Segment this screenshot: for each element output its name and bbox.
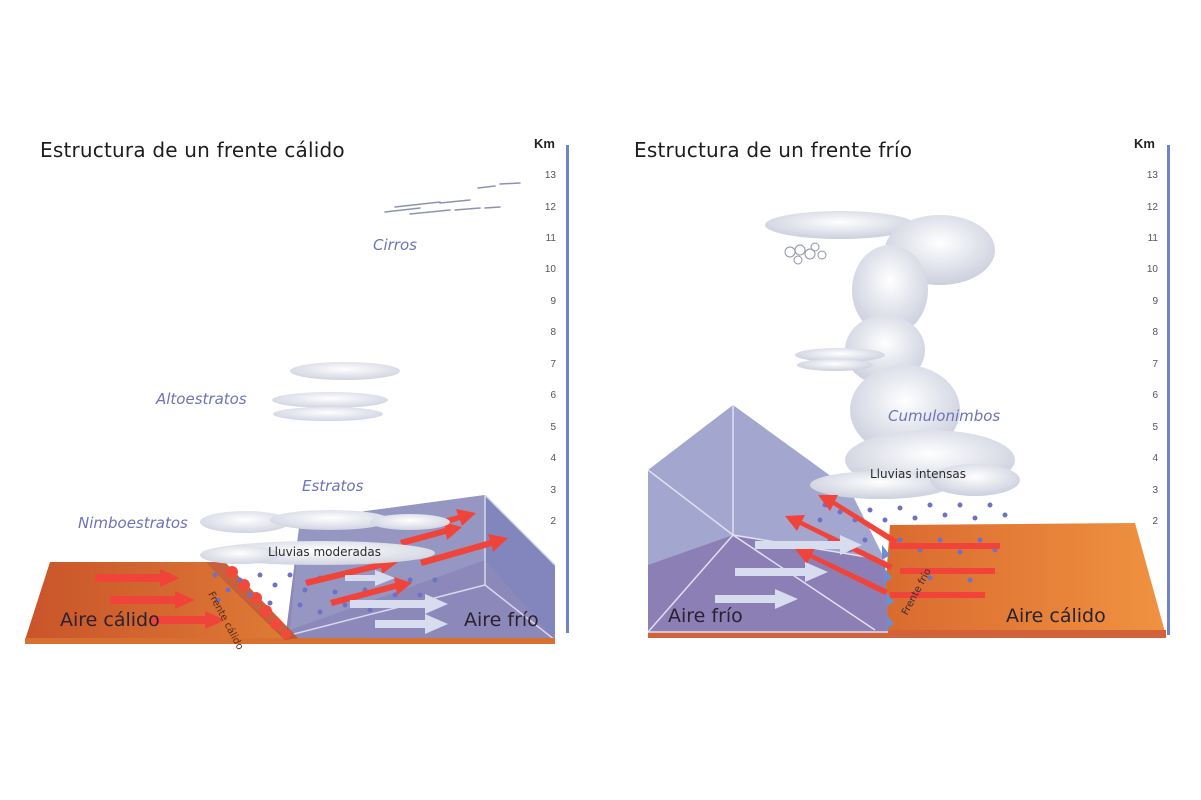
- tick: 13: [1146, 170, 1158, 181]
- warm-air-label: Aire cálido: [60, 609, 160, 631]
- rain-label: Lluvias moderadas: [268, 545, 382, 559]
- cold-air-label: Aire frío: [668, 605, 743, 627]
- cirrus-cloud: [384, 182, 521, 215]
- cold-air-label: Aire frío: [464, 609, 539, 631]
- tick: 5: [550, 422, 556, 433]
- cold-air-arrows: [715, 535, 862, 609]
- tick: 3: [1152, 485, 1158, 496]
- warm-front-altitude-axis: [566, 145, 569, 633]
- tick: 2: [1152, 516, 1158, 527]
- tick: 10: [1146, 264, 1158, 275]
- nimbostratus-cloud: [200, 510, 450, 565]
- tick: 4: [550, 453, 556, 464]
- cold-front-altitude-axis: [1167, 145, 1170, 635]
- cold-front-title: Estructura de un frente frío: [634, 138, 913, 162]
- rain-label: Lluvias intensas: [870, 467, 966, 481]
- warm-front-line: [226, 566, 291, 639]
- cold-front-scale-unit: Km: [1134, 136, 1155, 151]
- tick: 9: [1152, 296, 1158, 307]
- tick: 6: [550, 390, 556, 401]
- warm-front-panel: Estructura de un frente cálido Km 13 12 …: [0, 0, 600, 800]
- tick: 7: [550, 359, 556, 370]
- tick: 6: [1152, 390, 1158, 401]
- warm-air-arrows: [95, 569, 225, 629]
- tick: 13: [544, 170, 556, 181]
- tick: 4: [1152, 453, 1158, 464]
- tick: 11: [1147, 233, 1158, 244]
- cumulonimbos-label: Cumulonimbos: [888, 407, 1001, 425]
- tick: 11: [545, 233, 556, 244]
- cold-air-mass: [647, 405, 888, 633]
- tick: 2: [550, 516, 556, 527]
- rising-warm-arrows: [305, 509, 508, 606]
- cold-front-illustration: [647, 211, 1166, 638]
- altoestratos-label: Altoestratos: [156, 390, 247, 408]
- tick: 12: [544, 202, 556, 213]
- warm-front-scale-unit: Km: [534, 136, 555, 151]
- warm-air-mass: [648, 523, 1166, 638]
- tick: 8: [550, 327, 556, 338]
- cold-front-line: [882, 545, 894, 629]
- stratus-cloud: [795, 348, 885, 371]
- tick: 7: [1152, 359, 1158, 370]
- cold-front-panel: Estructura de un frente frío Km 13 12 11…: [600, 0, 1201, 800]
- cold-air-arrows: [345, 570, 448, 634]
- warm-air-label: Aire cálido: [1006, 605, 1106, 627]
- cirros-label: Cirros: [373, 236, 417, 254]
- tick: 9: [550, 296, 556, 307]
- tick: 10: [544, 264, 556, 275]
- nimboestratos-label: Nimboestratos: [78, 514, 188, 532]
- warm-front-title: Estructura de un frente cálido: [40, 138, 345, 162]
- tick: 8: [1152, 327, 1158, 338]
- altostratus-cloud: [272, 362, 400, 421]
- tick: 5: [1152, 422, 1158, 433]
- estratos-label: Estratos: [302, 477, 364, 495]
- tick: 3: [550, 485, 556, 496]
- small-cumulus-cloud: [784, 242, 827, 265]
- tick: 12: [1146, 202, 1158, 213]
- warm-front-illustration: [25, 182, 556, 644]
